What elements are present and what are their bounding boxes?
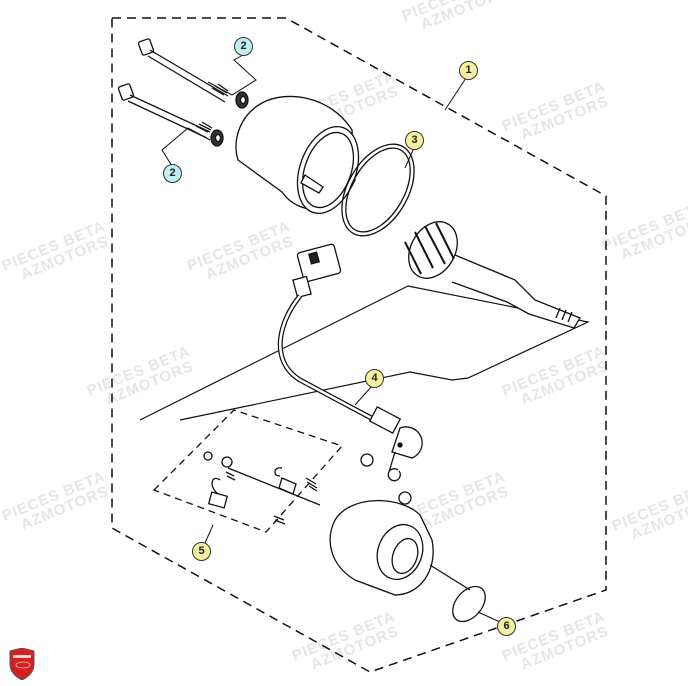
callout-6[interactable]: 6 [497, 617, 516, 636]
callout-2[interactable]: 2 [163, 164, 182, 183]
bolt-lower [117, 83, 213, 139]
brush-section-boundary [152, 409, 344, 533]
callout-4[interactable]: 4 [365, 369, 384, 388]
callout-3[interactable]: 3 [405, 131, 424, 150]
terminal-cable [277, 243, 423, 482]
azmotors-logo [9, 648, 35, 680]
callout-2[interactable]: 2 [234, 37, 253, 56]
yoke-housing [235, 95, 360, 215]
callout-5[interactable]: 5 [192, 542, 211, 561]
armature [404, 221, 581, 329]
o-ring [452, 585, 486, 623]
screw [360, 453, 374, 467]
assembly-boundary [111, 17, 607, 673]
end-cover [329, 491, 471, 596]
brush-set [203, 451, 321, 525]
callout-1[interactable]: 1 [459, 61, 478, 80]
bolt-upper [137, 38, 229, 103]
o-ring [341, 143, 415, 237]
armature-section-outline [139, 285, 590, 421]
